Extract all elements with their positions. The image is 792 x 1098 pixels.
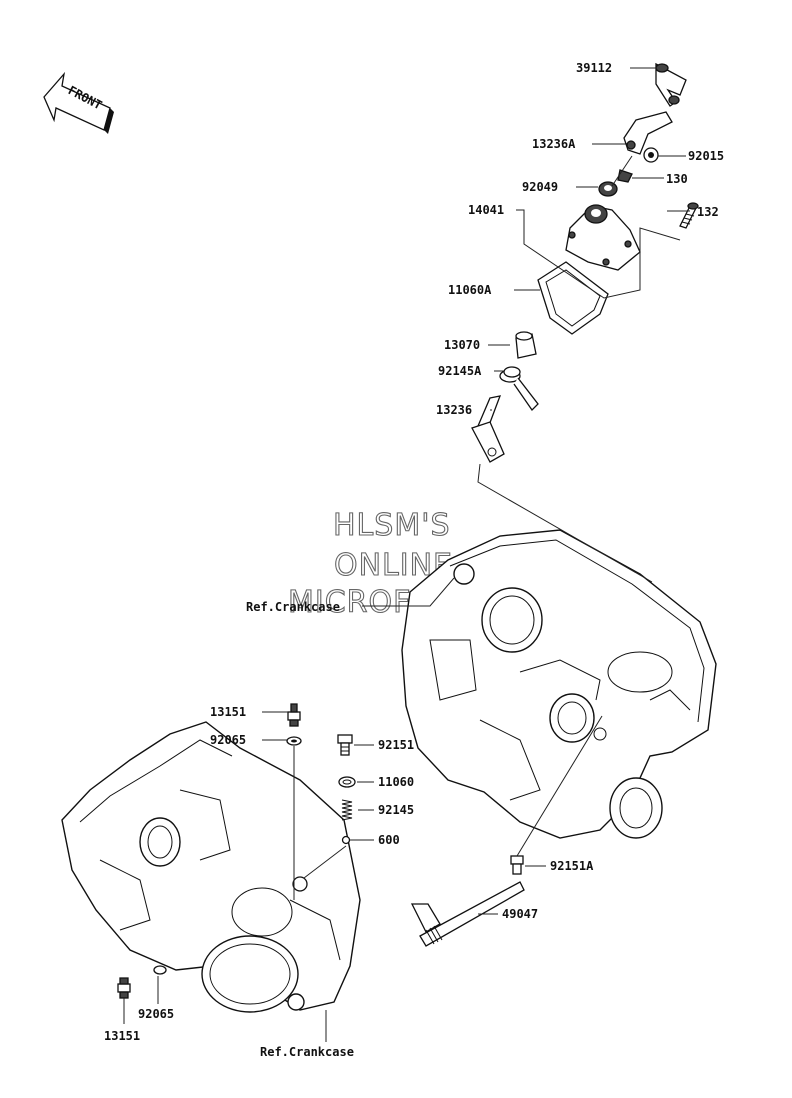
label-13151-bottom: 13151	[104, 1029, 140, 1043]
label-92151A: 92151A	[550, 859, 594, 873]
plug-92151	[337, 734, 353, 756]
label-92049: 92049	[522, 180, 558, 194]
bolt-132	[679, 202, 699, 229]
label-92151: 92151	[378, 738, 414, 752]
front-direction-arrow: FRONT	[43, 71, 114, 134]
nut-92015	[643, 147, 659, 163]
label-600: 600	[378, 833, 400, 847]
switch-13151-bottom	[117, 977, 131, 999]
part-labels: 39112 13236A 92015 130 92049 14041 132 1…	[104, 61, 724, 1059]
label-13236A: 13236A	[532, 137, 576, 151]
spring-92145A	[499, 366, 539, 412]
label-11060A: 11060A	[448, 283, 492, 297]
washer-92065-top	[286, 736, 302, 746]
label-13236: 13236	[436, 403, 472, 417]
shift-arm-13236A	[623, 111, 673, 155]
label-13070: 13070	[444, 338, 480, 352]
label-92145A: 92145A	[438, 364, 482, 378]
watermark-line-1: HLSM'S	[333, 508, 451, 543]
label-92065-bottom: 92065	[138, 1007, 174, 1021]
label-92145: 92145	[378, 803, 414, 817]
shift-shaft-13236	[471, 395, 505, 463]
oil-seal-92049	[598, 181, 618, 197]
crankcase-lower-half	[61, 721, 361, 1013]
shift-shaft-49047	[410, 881, 525, 947]
spring-92145	[341, 799, 353, 821]
collar-13070	[515, 331, 537, 359]
leader-lines	[123, 67, 690, 1042]
label-92065-top: 92065	[210, 733, 246, 747]
label-13151-top: 13151	[210, 705, 246, 719]
label-39112: 39112	[576, 61, 612, 75]
gasket-11060A	[537, 261, 609, 335]
watermark: HLSM'S ONLINE MICROFICHE	[287, 507, 486, 620]
washer-11060	[338, 776, 356, 788]
label-130: 130	[666, 172, 688, 186]
label-14041: 14041	[468, 203, 504, 217]
label-11060: 11060	[378, 775, 414, 789]
label-ref-crankcase-lower: Ref.Crankcase	[260, 1045, 354, 1059]
label-132: 132	[697, 205, 719, 219]
label-49047: 49047	[502, 907, 538, 921]
label-ref-crankcase-upper: Ref.Crankcase	[246, 600, 340, 614]
crankcase-upper-half	[401, 529, 717, 839]
label-92015: 92015	[688, 149, 724, 163]
bolt-130	[617, 169, 633, 183]
shift-cover-14041	[565, 204, 641, 271]
washer-92065-bottom	[153, 965, 167, 975]
switch-13151-top	[287, 703, 301, 727]
ball-600	[341, 835, 351, 845]
plug-92151A	[510, 855, 524, 875]
shift-lever-39112	[655, 62, 687, 107]
